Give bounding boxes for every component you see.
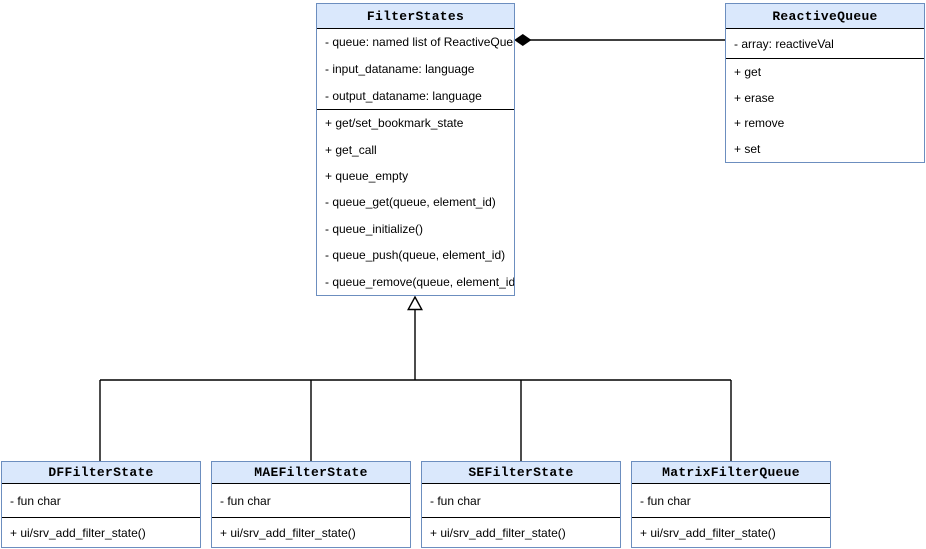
attributes-compartment: - queue: named list of ReactiveQueu - in… — [317, 29, 514, 109]
method-row: - queue_push(queue, element_id) — [325, 248, 506, 263]
class-title: DFFilterState — [2, 462, 200, 484]
methods-compartment: + ui/srv_add_filter_state() — [422, 517, 620, 547]
class-box-matrixfilterqueue[interactable]: MatrixFilterQueue - fun char + ui/srv_ad… — [631, 461, 831, 548]
attributes-compartment: - fun char — [422, 484, 620, 517]
attribute-row: - output_dataname: language — [325, 88, 482, 103]
method-row: + ui/srv_add_filter_state() — [640, 525, 776, 540]
attributes-compartment: - fun char — [632, 484, 830, 517]
method-row: + erase — [734, 90, 775, 105]
class-box-filterstates[interactable]: FilterStates - queue: named list of Reac… — [316, 3, 515, 296]
class-title: FilterStates — [317, 4, 514, 29]
attribute-row: - fun char — [640, 493, 691, 508]
method-row: + get/set_bookmark_state — [325, 116, 464, 131]
method-row: + queue_empty — [325, 169, 409, 184]
attribute-row: - input_dataname: language — [325, 62, 475, 76]
method-row: + ui/srv_add_filter_state() — [220, 525, 356, 540]
attribute-row: - fun char — [10, 493, 61, 508]
method-row: + ui/srv_add_filter_state() — [10, 525, 146, 540]
methods-compartment: + ui/srv_add_filter_state() — [212, 517, 410, 547]
method-row: + get_call — [325, 142, 377, 157]
inheritance-arrow-icon — [407, 295, 423, 311]
methods-compartment: + ui/srv_add_filter_state() — [2, 517, 200, 547]
class-title: MatrixFilterQueue — [632, 462, 830, 484]
attribute-row: - fun char — [430, 493, 481, 508]
composition-diamond-icon — [514, 33, 532, 47]
attribute-row: - array: reactiveVal — [734, 36, 834, 51]
method-row: - queue_remove(queue, element_id — [325, 274, 514, 289]
methods-compartment: + get + erase + remove + set — [726, 58, 924, 162]
attributes-compartment: - fun char — [2, 484, 200, 517]
attributes-compartment: - array: reactiveVal — [726, 29, 924, 58]
method-row: + ui/srv_add_filter_state() — [430, 525, 566, 540]
class-title: SEFilterState — [422, 462, 620, 484]
attribute-row: - fun char — [220, 493, 271, 508]
attributes-compartment: - fun char — [212, 484, 410, 517]
method-row: - queue_get(queue, element_id) — [325, 195, 496, 210]
class-box-sefilterstate[interactable]: SEFilterState - fun char + ui/srv_add_fi… — [421, 461, 621, 548]
method-row: + get — [734, 64, 762, 79]
method-row: - queue_initialize() — [325, 221, 424, 236]
methods-compartment: + get/set_bookmark_state + get_call + qu… — [317, 109, 514, 295]
methods-compartment: + ui/srv_add_filter_state() — [632, 517, 830, 547]
class-title: MAEFilterState — [212, 462, 410, 484]
class-box-maefilterstate[interactable]: MAEFilterState - fun char + ui/srv_add_f… — [211, 461, 411, 548]
method-row: + set — [734, 142, 761, 157]
class-box-dffilterstate[interactable]: DFFilterState - fun char + ui/srv_add_fi… — [1, 461, 201, 548]
class-box-reactivequeue[interactable]: ReactiveQueue - array: reactiveVal + get… — [725, 3, 925, 163]
class-title: ReactiveQueue — [726, 4, 924, 29]
method-row: + remove — [734, 116, 785, 131]
attribute-row: - queue: named list of ReactiveQueu — [325, 35, 514, 50]
